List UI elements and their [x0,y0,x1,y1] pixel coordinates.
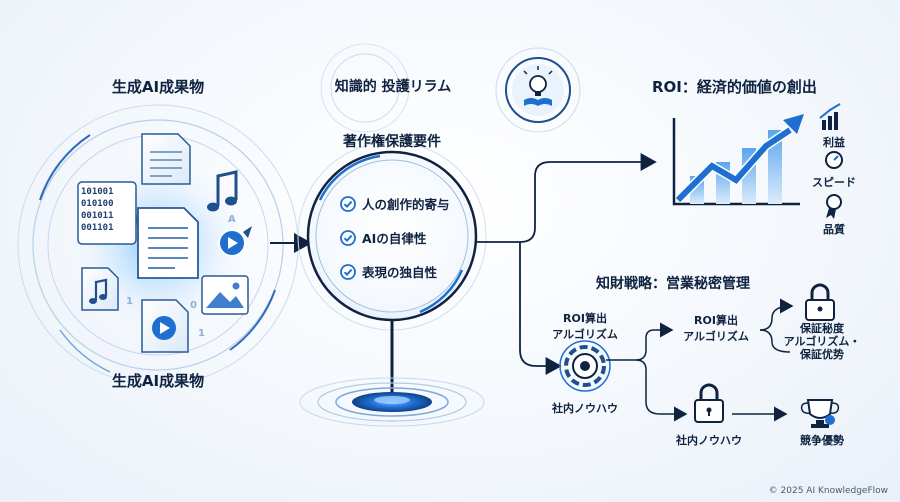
branch-algorithm-line: ROI算出 [694,314,738,327]
requirement-item: AIの自律性 [340,228,426,247]
requirement-item: 人の創作的寄与 [340,194,450,213]
roi-title: ROI：経済的価値の創出 [652,78,817,96]
generated-works-cluster [17,104,299,386]
outcome-protection-line: 保証优势 [799,348,844,361]
music-note-icon [207,170,238,212]
outcome-protection-line: 保証秘度 [799,322,844,335]
metric-profit-label: 利益 [823,136,845,149]
trophy-icon [800,399,840,428]
footer-copyright: © 2025 AI KnowledgeFlow [768,486,888,496]
stray-glyph: 1 [198,328,205,339]
flow-arrow-protect [759,298,794,331]
metric-quality-label: 品質 [823,223,845,236]
video-file-icon [141,299,189,353]
requirement-label: AIの自律性 [362,231,427,246]
stray-glyph: 1 [126,296,133,307]
outcome-protection-label: 保証秘度 アルゴリズム・ 保証优势 [784,322,861,361]
binary-line: 001011 [81,211,114,221]
binary-line: 010100 [81,199,114,209]
requirement-label: 表現の独自性 [362,265,438,280]
check-circle-icon [340,195,356,212]
branch-algorithm-label: ROI算出 アルゴリズム [683,312,749,344]
requirement-item: 表現の独自性 [340,262,437,281]
requirements-title: 著作権保護要件 [343,134,441,150]
generated-works-title-top: 生成AI成果物 [111,78,205,96]
lock-icon-top [805,283,835,321]
flow-line-protect [759,329,791,353]
flow-arrow-algorithm [606,322,674,361]
binary-line: 101001 [81,187,114,197]
speed-icon [825,151,843,169]
strategy-source-bottom: 社内ノウハウ [552,402,618,415]
branch-knowhow-label: 社内ノウハウ [676,434,742,447]
profit-icon [819,103,841,130]
branch-algorithm-line: アルゴリズム [683,330,749,343]
stray-glyph: A [228,214,236,225]
strategy-gear-icon [559,340,611,392]
flow-arrow-roi [476,153,657,243]
check-circle-icon [340,229,356,246]
strategy-source-label: ROI算出 アルゴリズム [552,310,618,342]
requirement-label: 人の創作的寄与 [362,197,450,212]
metric-speed-label: スピード [812,176,856,189]
lock-icon-bottom [694,383,724,423]
flow-arrow-knowhow [635,359,688,422]
check-circle-icon [340,263,356,280]
image-icon [201,275,249,315]
audio-file-icon [81,267,119,311]
roi-growth-chart [672,114,804,206]
flow-arrow-strategy [519,242,562,375]
strategy-source-line: アルゴリズム [552,328,618,341]
outcome-advantage-label: 競争優勢 [800,434,844,447]
idea-book-icon [495,47,581,133]
document-icon-center [137,207,199,279]
mechanism-title: 知識的 投護リラム [334,79,452,95]
outcome-protection-line: アルゴリズム・ [783,335,861,348]
play-bubble-icon [218,226,252,257]
binary-text-block: 101001 010100 001011 001101 [81,186,114,234]
quality-icon [826,194,842,219]
strategy-source-line: ROI算出 [563,312,607,325]
generated-works-title-bottom: 生成AI成果物 [111,372,205,390]
stray-glyph: 0 [190,300,197,311]
binary-line: 001101 [81,223,114,233]
strategy-title: 知財戦略：営業秘密管理 [596,276,750,292]
document-icon-top [141,133,191,185]
